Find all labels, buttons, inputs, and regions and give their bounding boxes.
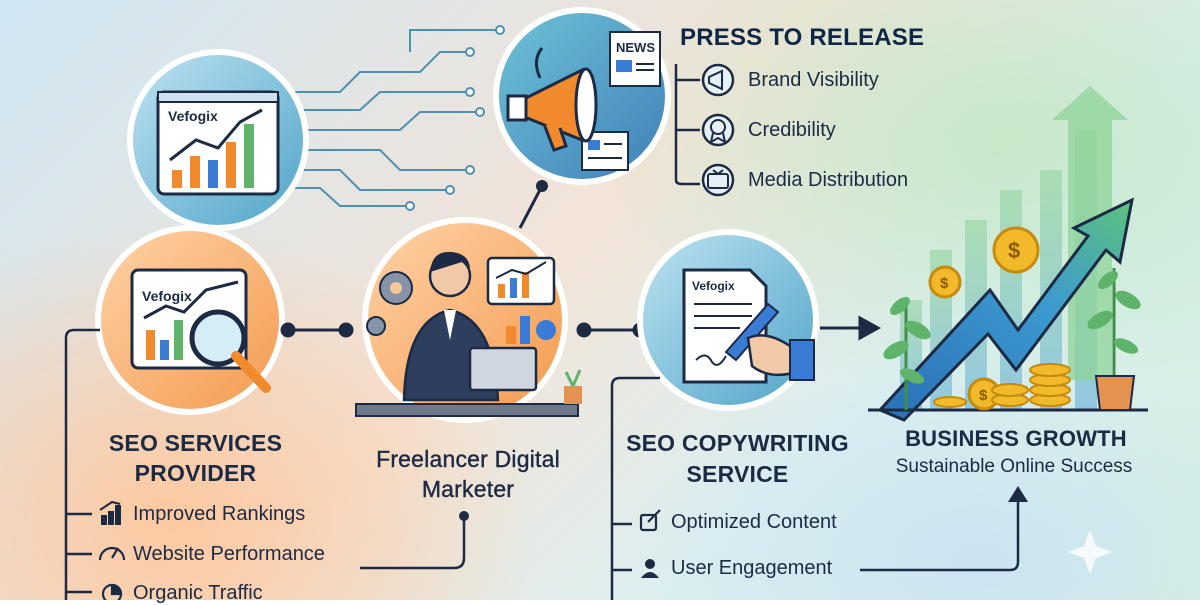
logo-text-2: Vefogix [142, 288, 192, 304]
sparkle-icon [1068, 530, 1112, 574]
press-circle: NEWS [493, 7, 671, 185]
seo-bracket [64, 328, 100, 600]
freelancer-circle [355, 217, 582, 423]
copy-item-optimized-content: Optimized Content [671, 511, 837, 533]
freelancer-title: Freelancer Digital Marketer [376, 446, 560, 502]
press-bracket [674, 64, 700, 186]
seo-item-website-performance: Website Performance [133, 543, 325, 565]
freelancer-connector [360, 516, 466, 570]
gear-icon [379, 271, 413, 305]
circuit-lines [278, 29, 500, 207]
news-label: NEWS [616, 40, 655, 55]
press-item-media-distribution: Media Distribution [748, 169, 909, 191]
press-title: PRESS TO RELEASE [680, 24, 925, 51]
user-icon [641, 559, 659, 578]
gauge-icon [98, 546, 126, 561]
copywriting-circle: Vefogix [637, 229, 819, 411]
logo-text-3: Vefogix [692, 279, 735, 293]
badge-icon [701, 113, 735, 147]
pie-chart-icon [101, 583, 123, 600]
svg-text:$: $ [1008, 238, 1020, 263]
tv-icon [701, 163, 735, 197]
seo-item-improved-rankings: Improved Rankings [133, 503, 306, 525]
logo-text: Vefogix [168, 108, 218, 124]
svg-text:$: $ [979, 387, 988, 404]
edit-icon [639, 509, 661, 532]
copywriting-title: SEO COPYWRITING SERVICE [626, 430, 849, 487]
plant-left [883, 297, 931, 410]
vefogix-chart-circle: Vefogix [127, 49, 309, 231]
business-title: BUSINESS GROWTH [905, 426, 1127, 451]
copy-bracket [610, 376, 660, 600]
plant-right [1087, 268, 1141, 411]
coin-stack [933, 363, 1071, 408]
circuit-nodes [405, 25, 505, 211]
press-item-brand-visibility: Brand Visibility [748, 69, 879, 91]
seo-services-circle: Vefogix [95, 225, 285, 415]
megaphone-icon [701, 63, 735, 97]
seo-services-title: SEO SERVICES PROVIDER [108, 430, 283, 486]
business-subtitle: Sustainable Online Success [895, 456, 1133, 477]
press-item-credibility: Credibility [748, 119, 836, 141]
business-connector [860, 498, 1020, 572]
press-icons [701, 63, 735, 197]
bar-chart-icon [99, 500, 121, 525]
business-growth-art: $ $ $ [868, 86, 1148, 422]
copy-item-user-engagement: User Engagement [671, 557, 833, 579]
press-connector [518, 185, 544, 229]
svg-text:$: $ [940, 275, 949, 292]
seo-item-organic-traffic: Organic Traffic [133, 582, 263, 604]
